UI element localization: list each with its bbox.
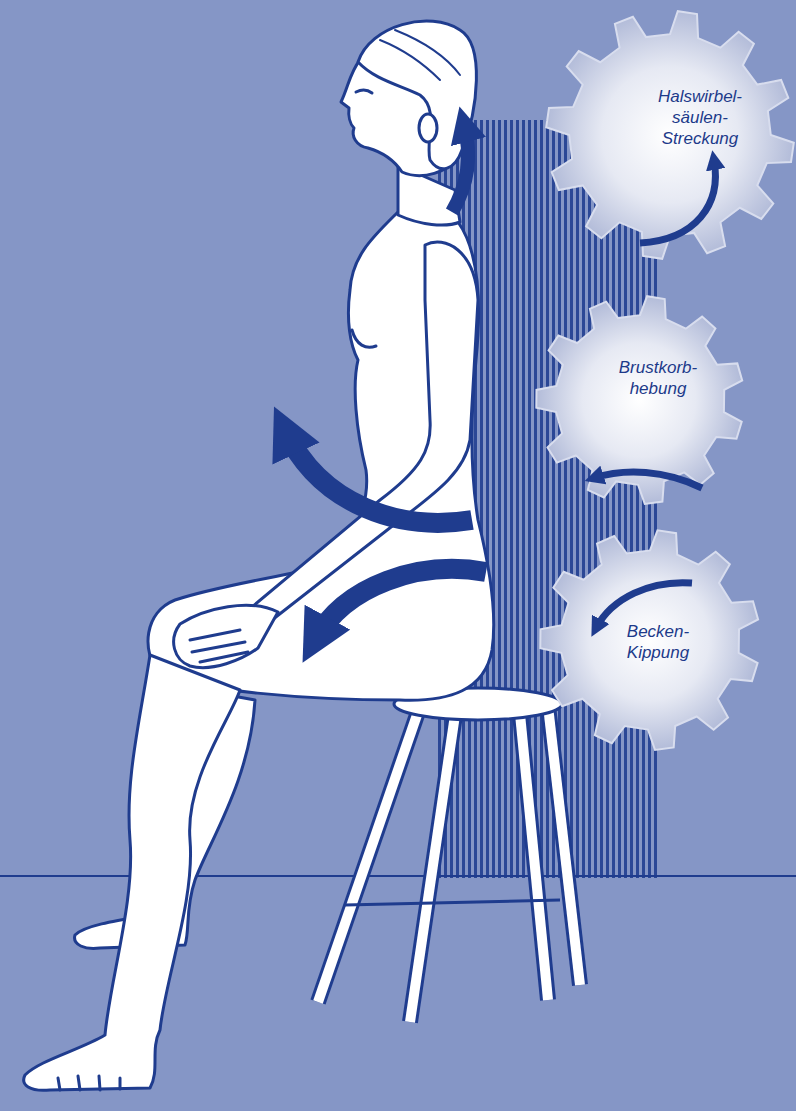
front-leg — [24, 655, 240, 1090]
stool-leg — [318, 712, 418, 1002]
hair-strands — [380, 30, 460, 80]
movement-arrows — [285, 124, 486, 640]
torso — [148, 212, 494, 700]
gear: Becken- Kippung — [538, 528, 762, 752]
fingers — [190, 630, 248, 662]
stool-leg — [318, 712, 418, 1002]
gear-shape — [540, 530, 758, 750]
rotation-arrow — [594, 472, 702, 488]
stool-leg — [410, 715, 455, 1022]
gear-label: Becken- Kippung — [606, 621, 710, 663]
neck-arrow — [452, 124, 468, 212]
gear-label: Brustkorb- hebung — [606, 357, 710, 399]
eye — [356, 90, 372, 93]
rotation-arrows — [594, 160, 715, 628]
toes — [58, 1076, 120, 1090]
woman — [24, 21, 494, 1090]
stool-leg — [520, 714, 548, 1000]
stool — [318, 688, 580, 1022]
gear-label: Halswirbel- säulen- Streckung — [648, 86, 752, 149]
rotation-arrow — [640, 160, 715, 243]
stool-leg — [520, 714, 548, 1000]
stool-ring — [345, 900, 560, 905]
chest-arrow — [285, 430, 472, 523]
floor-line — [0, 875, 796, 877]
gear: Halswirbel- säulen- Streckung — [544, 9, 796, 261]
gear: Brustkorb- hebung — [534, 294, 746, 506]
bust-line — [352, 330, 376, 347]
hair — [358, 21, 476, 169]
gear-shape — [536, 296, 742, 504]
gear-outline — [534, 294, 746, 506]
stool-leg — [548, 706, 580, 985]
rotation-arrow — [596, 583, 692, 628]
stool-leg — [548, 706, 580, 985]
ear — [419, 114, 437, 142]
pelvis-arrow — [315, 569, 486, 640]
gear-shape — [546, 11, 794, 259]
hand — [174, 605, 278, 667]
stool-leg — [410, 715, 455, 1022]
